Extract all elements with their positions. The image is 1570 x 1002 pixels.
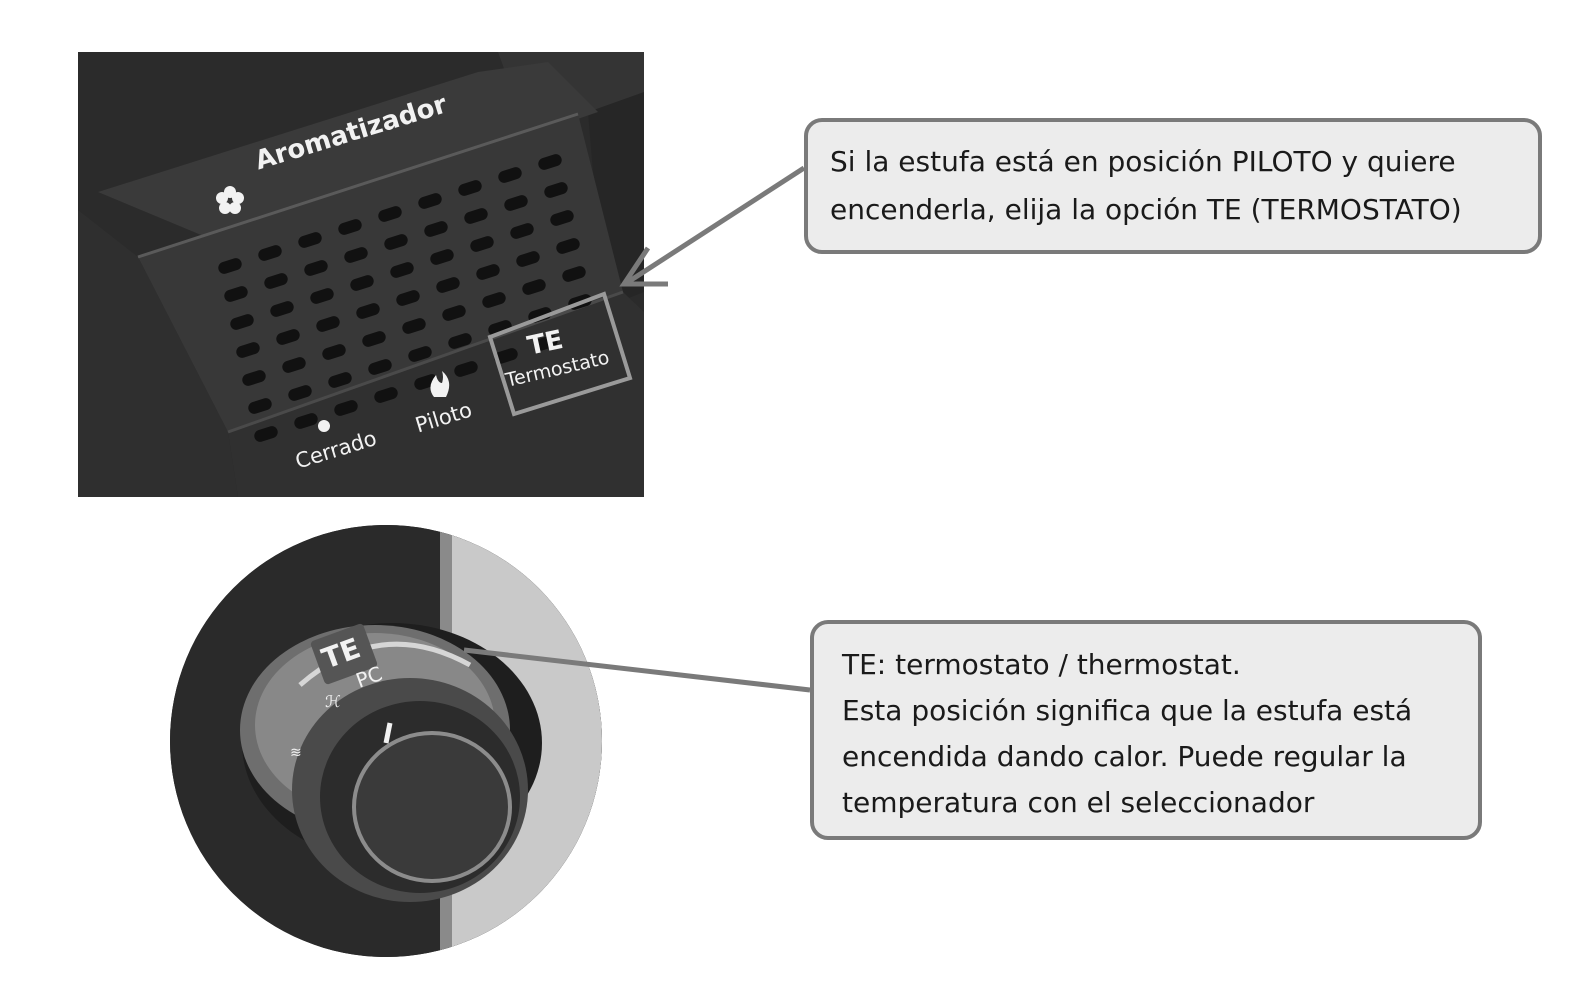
grille-hole xyxy=(374,387,398,403)
grille-hole xyxy=(454,361,478,377)
grille-hole xyxy=(288,385,312,401)
grille-hole xyxy=(282,357,306,373)
grille-hole xyxy=(482,292,506,308)
callout-bottom-line-1: TE: termostato / thermostat. xyxy=(842,648,1241,681)
grille-hole xyxy=(494,348,518,364)
grille-hole xyxy=(230,314,254,330)
grille-hole xyxy=(544,182,568,198)
grille-hole xyxy=(562,266,586,282)
stove-panel-photo: Aromatizador TE Termostato Piloto Cerrad… xyxy=(78,52,644,497)
grille-hole xyxy=(402,318,426,334)
callout-top: Si la estufa está en posición PILOTO y q… xyxy=(804,118,1542,254)
callout-top-line-2: encenderla, elija la opción TE (TERMOSTA… xyxy=(830,193,1462,226)
grille-hole xyxy=(430,249,454,265)
grille-hole xyxy=(304,260,328,276)
grille-hole xyxy=(470,236,494,252)
grille-hole xyxy=(436,277,460,293)
grille-hole xyxy=(378,206,402,222)
grille-hole xyxy=(516,251,540,267)
grille-hole xyxy=(362,331,386,347)
grille-hole xyxy=(408,346,432,362)
grille-hole xyxy=(368,359,392,375)
callout-bottom-line-3: encendida dando calor. Puede regular la xyxy=(842,740,1407,773)
grille-hole xyxy=(276,329,300,345)
grille-hole xyxy=(550,210,574,226)
grille-hole xyxy=(242,370,266,386)
grille-hole xyxy=(224,286,248,302)
grille-hole xyxy=(298,232,322,248)
grille-hole xyxy=(322,344,346,360)
grille-hole xyxy=(350,275,374,291)
grille-hole xyxy=(510,223,534,239)
grille-hole xyxy=(448,333,472,349)
grille-hole xyxy=(522,279,546,295)
callout-top-line-1: Si la estufa está en posición PILOTO y q… xyxy=(830,145,1456,178)
grille-hole xyxy=(294,413,318,429)
callout-bottom-line-4: temperatura con el seleccionador xyxy=(842,786,1315,819)
callout-bottom: TE: termostato / thermostat. Esta posici… xyxy=(810,620,1482,840)
grille-hole xyxy=(356,303,380,319)
grille-hole xyxy=(236,342,260,358)
grille-hole xyxy=(384,234,408,250)
grille-hole xyxy=(310,288,334,304)
grille-hole xyxy=(396,290,420,306)
grille-hole xyxy=(458,180,482,196)
grille-hole xyxy=(254,426,278,442)
grille-hole xyxy=(442,305,466,321)
grille-hole xyxy=(316,316,340,332)
grille-hole xyxy=(424,221,448,237)
grille-hole xyxy=(338,219,362,235)
grille-hole xyxy=(248,398,272,414)
grille-hole xyxy=(270,301,294,317)
grille-hole xyxy=(476,264,500,280)
svg-text:≋: ≋ xyxy=(290,745,302,761)
grille-hole xyxy=(258,245,282,261)
grille-hole xyxy=(504,195,528,211)
grille-hole xyxy=(418,193,442,209)
stove-panel-illustration xyxy=(78,52,644,497)
grille-hole xyxy=(218,258,242,274)
grille-hole xyxy=(334,400,358,416)
grille-hole xyxy=(498,167,522,183)
grille-hole xyxy=(344,247,368,263)
grille-hole xyxy=(328,372,352,388)
callout-bottom-line-2: Esta posición significa que la estufa es… xyxy=(842,694,1413,727)
grille-hole xyxy=(264,273,288,289)
knob-illustration: ℋ ≋ xyxy=(170,525,602,957)
svg-text:ℋ: ℋ xyxy=(325,692,341,711)
grille-hole xyxy=(538,154,562,170)
knob-closeup-photo: ℋ ≋ TE PC xyxy=(170,525,602,957)
top-arrow-line xyxy=(626,165,806,285)
grille-hole xyxy=(464,208,488,224)
grille-hole xyxy=(556,238,580,254)
grille-hole xyxy=(390,262,414,278)
grille-hole xyxy=(534,335,558,351)
